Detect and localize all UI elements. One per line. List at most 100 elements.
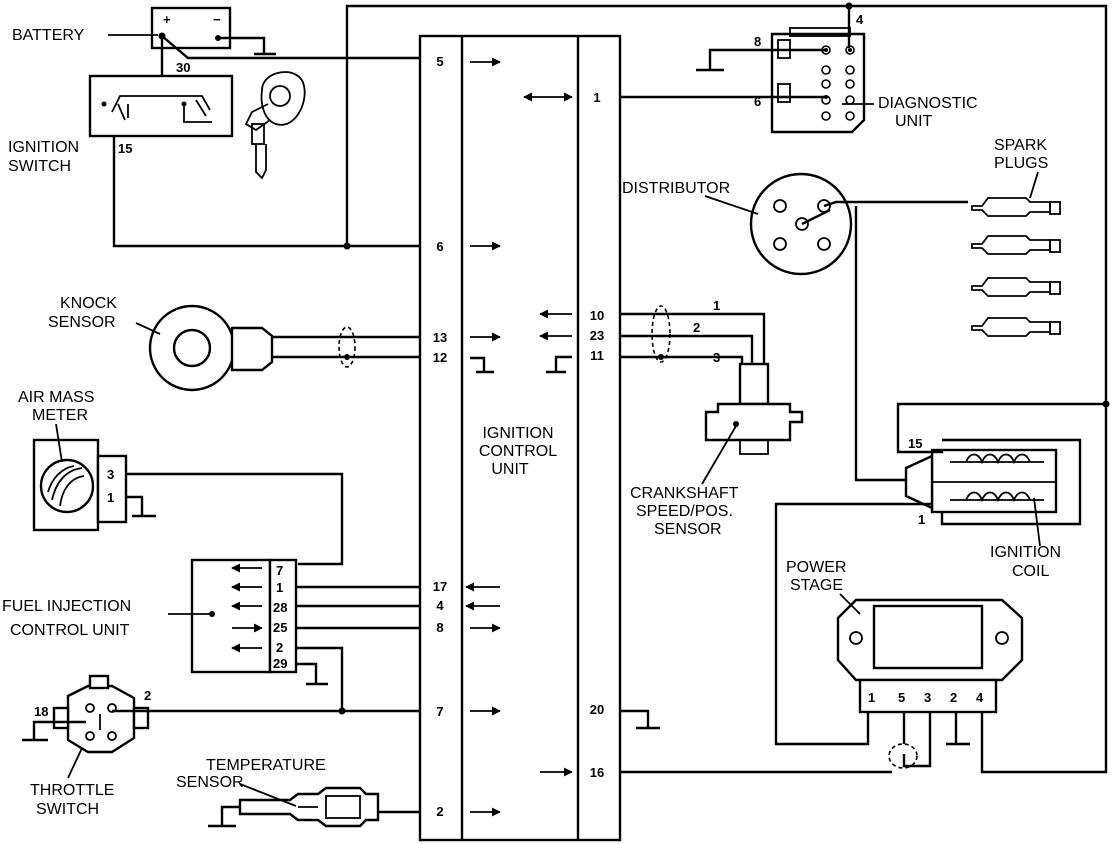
ecu-pin-1: 1 (593, 90, 600, 105)
distributor-label: DISTRIBUTOR (622, 180, 730, 197)
stage-label-1: POWER (786, 559, 846, 576)
wire-stage-5-3 (902, 712, 932, 768)
air-mass-meter: 3 1 AIR MASS METER (18, 389, 128, 532)
wire-fuel-2 (296, 646, 344, 711)
wire-dist-rotor (801, 208, 831, 226)
ecu-pin-6: 6 (436, 239, 443, 254)
ecu-pin-4: 4 (436, 598, 444, 613)
spark-plugs-label-1: SPARK (994, 137, 1047, 154)
throttle-pin-2: 2 (144, 688, 151, 703)
wire-coil-15 (896, 402, 1106, 454)
knock-label-2: SENSOR (48, 314, 116, 331)
wire-crank-1 (620, 312, 766, 364)
diag-pin-4: 4 (856, 12, 864, 27)
temperature-sensor: TEMPERATURE SENSOR (176, 757, 380, 828)
crank-label-1: CRANKSHAFT (630, 485, 739, 502)
stage-pin-4: 4 (976, 690, 984, 705)
wire-stage-4-feed (980, 404, 1108, 774)
stage-pin-5: 5 (898, 690, 905, 705)
coil-pin-15: 15 (908, 436, 922, 451)
ecu-pin-5: 5 (436, 54, 443, 69)
spark-plug-4 (971, 317, 1061, 337)
crank-wire-2: 2 (693, 320, 700, 335)
fuel-pin-1: 1 (276, 580, 283, 595)
throttle-label-2: SWITCH (36, 801, 99, 818)
wire-throttle-ground (22, 720, 86, 742)
ignition-coil: 15 1 IGNITION COIL (904, 436, 1061, 580)
ecu-pin-23: 23 (590, 328, 604, 343)
air-mass-label-2: METER (32, 407, 88, 424)
knock-shield (338, 326, 356, 368)
fuel-injection-control-unit: 7 1 28 25 2 29 FUEL INJECTION CONTROL UN… (2, 558, 298, 674)
spark-plug-2 (971, 235, 1061, 255)
stage-pin-1: 1 (868, 690, 875, 705)
stage-shield (888, 743, 918, 769)
coil-label-1: IGNITION (990, 544, 1061, 561)
ecu-pin-8: 8 (436, 620, 443, 635)
coil-pin-1: 1 (918, 512, 925, 527)
diag-pin-6: 6 (754, 94, 761, 109)
ecu-pin-7: 7 (436, 704, 443, 719)
wire-pin20-ground (620, 709, 660, 730)
wire-coil-1-to-stage (774, 502, 932, 746)
throttle-switch: 18 2 THROTTLE SWITCH (30, 674, 151, 818)
stage-label-2: STAGE (790, 577, 843, 594)
ecu-pin-17: 17 (433, 579, 447, 594)
knock-sensor: KNOCK SENSOR (48, 295, 274, 392)
ignition-switch: 30 15 IGNITION SWITCH (8, 60, 234, 175)
wire-diag-ground (696, 48, 826, 72)
diag-pin-8: 8 (754, 34, 761, 49)
ignition-key-icon (244, 71, 306, 180)
diagnostic-label-2: UNIT (895, 113, 933, 130)
wire-air-ground (126, 495, 156, 518)
battery-label: BATTERY (12, 27, 85, 44)
wire-crank-3 (620, 355, 744, 364)
ecu-label-1: IGNITION (482, 425, 553, 442)
ecu-pin-13: 13 (433, 330, 447, 345)
spark-plugs: SPARK PLUGS (971, 137, 1061, 337)
throttle-label-1: THROTTLE (30, 782, 114, 799)
diagnostic-unit: 8 4 6 DIAGNOSTIC UNIT (754, 12, 978, 134)
ecu-pin-12: 12 (433, 350, 447, 365)
spark-plug-3 (971, 277, 1061, 297)
spark-plugs-label-2: PLUGS (994, 155, 1048, 172)
crank-label-3: SENSOR (654, 521, 722, 538)
ecu-pin-11: 11 (590, 348, 604, 363)
temp-label-1: TEMPERATURE (206, 757, 326, 774)
crank-wire-3: 3 (713, 350, 720, 365)
air-mass-label-1: AIR MASS (18, 389, 94, 406)
wire-coil-frame (940, 438, 1082, 526)
crank-label-2: SPEED/POS. (636, 503, 733, 520)
crankshaft-sensor: CRANKSHAFT SPEED/POS. SENSOR (630, 362, 804, 538)
wire-switch-to-pin6 (112, 136, 420, 248)
wire-coil-hv (854, 206, 906, 482)
wire-temp-ground (208, 805, 240, 828)
battery-plus: + (163, 12, 171, 27)
stage-pin-3: 3 (924, 690, 931, 705)
ecu-pin-20: 20 (590, 702, 604, 717)
ecu-pin-2: 2 (436, 804, 443, 819)
ecu-pin-16: 16 (590, 765, 604, 780)
ecu-pin-10: 10 (590, 308, 604, 323)
temp-label-2: SENSOR (176, 774, 244, 791)
battery-minus: − (213, 12, 221, 27)
switch-pin-30: 30 (176, 60, 190, 75)
wire-dist-to-plug (823, 200, 968, 208)
air-pin-1: 1 (107, 490, 114, 505)
fuel-pin-7: 7 (276, 563, 283, 578)
wire-air-to-fuel (126, 472, 344, 566)
wire-battery-to-pin5 (161, 35, 420, 60)
diagnostic-label-1: DIAGNOSTIC (878, 95, 978, 112)
crank-shield (651, 305, 671, 363)
knock-label-1: KNOCK (60, 295, 117, 312)
fuel-label-1: FUEL INJECTION (2, 598, 131, 615)
distributor: DISTRIBUTOR (622, 172, 853, 276)
crank-wire-1: 1 (713, 298, 720, 313)
stage-pin-2: 2 (950, 690, 957, 705)
fuel-label-2: CONTROL UNIT (10, 622, 130, 639)
air-pin-3: 3 (107, 467, 114, 482)
throttle-pin-18: 18 (34, 704, 48, 719)
switch-label-2: SWITCH (8, 158, 71, 175)
ecu-label-3: UNIT (491, 461, 529, 478)
